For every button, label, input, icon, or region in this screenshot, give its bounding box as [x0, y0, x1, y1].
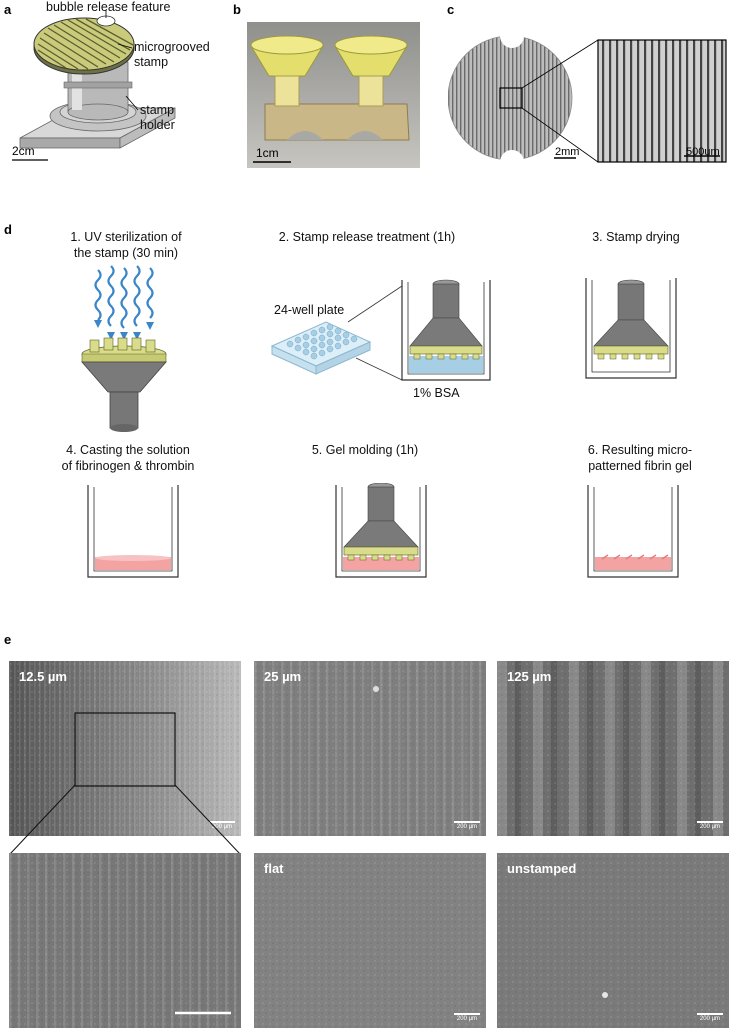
micrograph-texture	[9, 661, 241, 836]
photo-b	[247, 22, 420, 168]
step-3-line1: 3. Stamp drying	[592, 230, 680, 244]
scale-bar-label: 200 µm	[456, 824, 478, 830]
micrograph-12-5um: 12.5 µm 200 µm	[9, 661, 241, 836]
callout-holder-line2: holder	[140, 118, 175, 132]
plate-label: 24-well plate	[274, 303, 345, 317]
scale-bar: 200 µm	[454, 1013, 480, 1022]
gel-molding-illustration	[335, 483, 427, 578]
callout-bubble-release: bubble release feature	[46, 0, 171, 14]
step-1-line1: 1. UV sterilization of	[70, 230, 182, 244]
micrograph-label: 125 µm	[507, 669, 552, 684]
micrograph-texture	[254, 853, 486, 1028]
step-6-line1: 6. Resulting micro-	[587, 443, 693, 457]
scale-bar: 200 µm	[697, 821, 723, 830]
micrograph-texture	[497, 661, 729, 836]
micrograph-label: flat	[264, 861, 284, 876]
scale-bar-label: 200 µm	[211, 824, 233, 830]
scale-label-c-right: 500um	[686, 146, 720, 158]
scale-label-a: 2cm	[12, 144, 35, 158]
stamp-drying-illustration	[585, 278, 677, 379]
step-2-title: 2. Stamp release treatment (1h)	[252, 229, 482, 245]
micrograph-125um: 125 µm 200 µm	[497, 661, 729, 836]
scale-label-b: 1cm	[256, 146, 279, 160]
panel-b-label: b	[233, 2, 241, 17]
step-4-line1: 4. Casting the solution	[66, 443, 190, 457]
step-1-title: 1. UV sterilization of the stamp (30 min…	[26, 229, 226, 261]
uv-sterilization-illustration	[81, 265, 167, 432]
stamp-photo-graphic	[247, 22, 420, 168]
callout-stamp-line1: microgrooved	[134, 40, 210, 54]
stamp-holder-illustration	[12, 10, 176, 161]
scale-bar: 200 µm	[454, 821, 480, 830]
zoom-connector-lines	[9, 784, 240, 855]
step-2-line1: 2. Stamp release treatment (1h)	[278, 230, 456, 244]
panel-d-label: d	[4, 222, 12, 237]
scale-bar: 200 µm	[209, 821, 235, 830]
micrograph-flat: flat 200 µm	[254, 853, 486, 1028]
micrograph-label: 12.5 µm	[19, 669, 67, 684]
release-treatment-illustration	[270, 279, 491, 381]
step-6-title: 6. Resulting micro- patterned fibrin gel	[560, 442, 720, 474]
micrograph-texture	[9, 853, 241, 1028]
stamp-microscopy-overview	[448, 24, 727, 165]
step-1-line2: the stamp (30 min)	[73, 246, 179, 260]
result-gel-illustration	[587, 485, 679, 578]
scale-bar: 200 µm	[697, 1013, 723, 1022]
step-4-line2: of fibrinogen & thrombin	[61, 459, 195, 473]
step-3-title: 3. Stamp drying	[566, 229, 706, 245]
panel-a-label: a	[4, 2, 12, 17]
casting-illustration	[87, 485, 179, 578]
scale-bar-label: 200 µm	[699, 1016, 721, 1022]
scale-bar-label: 200 µm	[456, 1016, 478, 1022]
panel-e-label: e	[4, 632, 12, 647]
panel-c-label: c	[447, 2, 455, 17]
step-5-line1: 5. Gel molding (1h)	[311, 443, 419, 457]
step-5-title: 5. Gel molding (1h)	[290, 442, 440, 458]
step-4-title: 4. Casting the solution of fibrinogen & …	[28, 442, 228, 474]
micrograph-label: 25 µm	[264, 669, 302, 684]
micrograph-zoom	[9, 853, 241, 1028]
callout-holder-line1: stamp	[140, 103, 175, 117]
step-6-line2: patterned fibrin gel	[588, 459, 692, 473]
micrograph-texture	[497, 853, 729, 1028]
scale-bar-label: 200 µm	[699, 824, 721, 830]
micrograph-texture	[254, 661, 486, 836]
micrograph-unstamped: unstamped 200 µm	[497, 853, 729, 1028]
micrograph-label: unstamped	[507, 861, 577, 876]
micrograph-25um: 25 µm 200 µm	[254, 661, 486, 836]
scale-label-c-left: 2mm	[555, 146, 580, 158]
bsa-label: 1% BSA	[413, 386, 460, 400]
callout-stamp-line2: stamp	[134, 55, 169, 69]
